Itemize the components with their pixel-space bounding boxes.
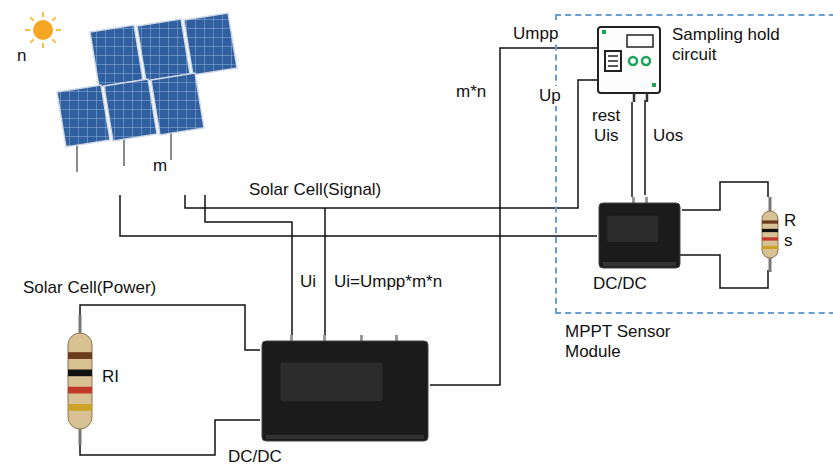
dcdc-module: DC/DC <box>597 197 682 272</box>
art-part <box>762 246 778 249</box>
sensor-module-region: MPPT Sensor ModuleSampling hold circuitD… <box>555 14 833 314</box>
art-part <box>280 363 382 402</box>
art-part <box>68 369 92 376</box>
resistor-symbol: RI <box>40 315 160 445</box>
signal-label: Solar Cell(Signal) <box>248 180 382 200</box>
power-branch-wire <box>324 208 326 335</box>
art-part <box>599 203 680 268</box>
art-part <box>602 30 606 34</box>
art-part <box>652 83 656 87</box>
dcdc-module: DC/DC <box>260 335 430 445</box>
art-part <box>605 51 621 71</box>
wire-connector <box>632 102 633 197</box>
pin-name: Uos <box>652 126 684 146</box>
art-part <box>68 352 92 359</box>
art-part <box>262 341 428 441</box>
wire-connector <box>205 195 292 335</box>
node-label: DC/DC <box>593 274 647 294</box>
art-part <box>603 262 676 266</box>
wire-connector <box>185 80 597 208</box>
connector-group <box>80 48 768 385</box>
solar-array: nm <box>15 10 220 195</box>
art-part <box>68 404 92 411</box>
wire-line <box>205 195 292 335</box>
art-part <box>90 25 143 87</box>
art-part <box>104 79 157 141</box>
signal-name: Up <box>538 86 562 106</box>
art-part <box>33 20 53 40</box>
node-label: n <box>17 46 26 66</box>
art-part <box>266 435 424 439</box>
art-part <box>627 35 653 47</box>
signal-label: Solar Cell(Power) <box>22 278 157 298</box>
wire-line <box>120 195 597 236</box>
dcdc-module-art <box>260 335 430 445</box>
resistor-symbol: R s <box>754 197 804 272</box>
node-label: MPPT Sensor Module <box>565 322 695 361</box>
art-part <box>68 333 92 429</box>
art-part <box>123 136 125 166</box>
art-part <box>642 57 650 65</box>
art-part <box>608 56 618 66</box>
art-part <box>646 93 649 102</box>
art-part <box>30 17 34 21</box>
node-label: DC/DC <box>228 447 282 467</box>
signal-name: Ui <box>299 272 317 292</box>
art-part <box>762 220 778 223</box>
art-part <box>762 229 778 232</box>
solar-array-art <box>15 10 220 195</box>
art-part <box>607 216 658 242</box>
wire-connector <box>120 195 597 236</box>
sample-pin-wire <box>644 100 646 195</box>
art-part <box>76 142 78 172</box>
art-part <box>56 29 61 31</box>
art-part <box>633 93 636 102</box>
art-part <box>598 27 660 93</box>
node-label: RI <box>102 367 119 387</box>
art-part <box>42 12 44 17</box>
art-part <box>42 43 44 48</box>
art-part <box>762 211 778 258</box>
sampling-hold-circuit: Sampling hold circuit <box>597 25 827 102</box>
wire-line <box>80 305 260 350</box>
wire-connector <box>682 182 768 210</box>
art-part <box>151 73 204 135</box>
node-label: m <box>153 156 167 176</box>
pin-name: Uis <box>593 126 620 146</box>
art-part <box>137 19 190 81</box>
pin-name: rest <box>591 106 621 126</box>
wire-line <box>631 102 633 197</box>
signal-name: Umpp <box>512 24 559 44</box>
art-part <box>68 387 92 394</box>
node-label: Sampling hold circuit <box>672 25 802 64</box>
art-part <box>30 39 34 43</box>
fixed-wires <box>80 100 768 455</box>
wire-connector <box>80 305 260 350</box>
dcdc-module-art <box>597 197 682 272</box>
art-part <box>170 130 172 160</box>
art-part <box>762 237 778 240</box>
resistor-symbol-art <box>754 197 804 272</box>
art-part <box>52 39 56 43</box>
art-part <box>57 85 110 147</box>
formula-label: Ui=Umpp*m*n <box>333 272 443 292</box>
node-label: R s <box>784 211 796 250</box>
art-part <box>184 13 237 75</box>
wire-line <box>682 182 768 210</box>
resistor-symbol-art <box>40 315 160 445</box>
signal-name: m*n <box>455 82 487 102</box>
art-part <box>629 57 637 65</box>
art-part <box>52 17 56 21</box>
rs-return-wire <box>680 255 768 288</box>
wire-line <box>185 80 597 208</box>
art-part <box>25 29 30 31</box>
